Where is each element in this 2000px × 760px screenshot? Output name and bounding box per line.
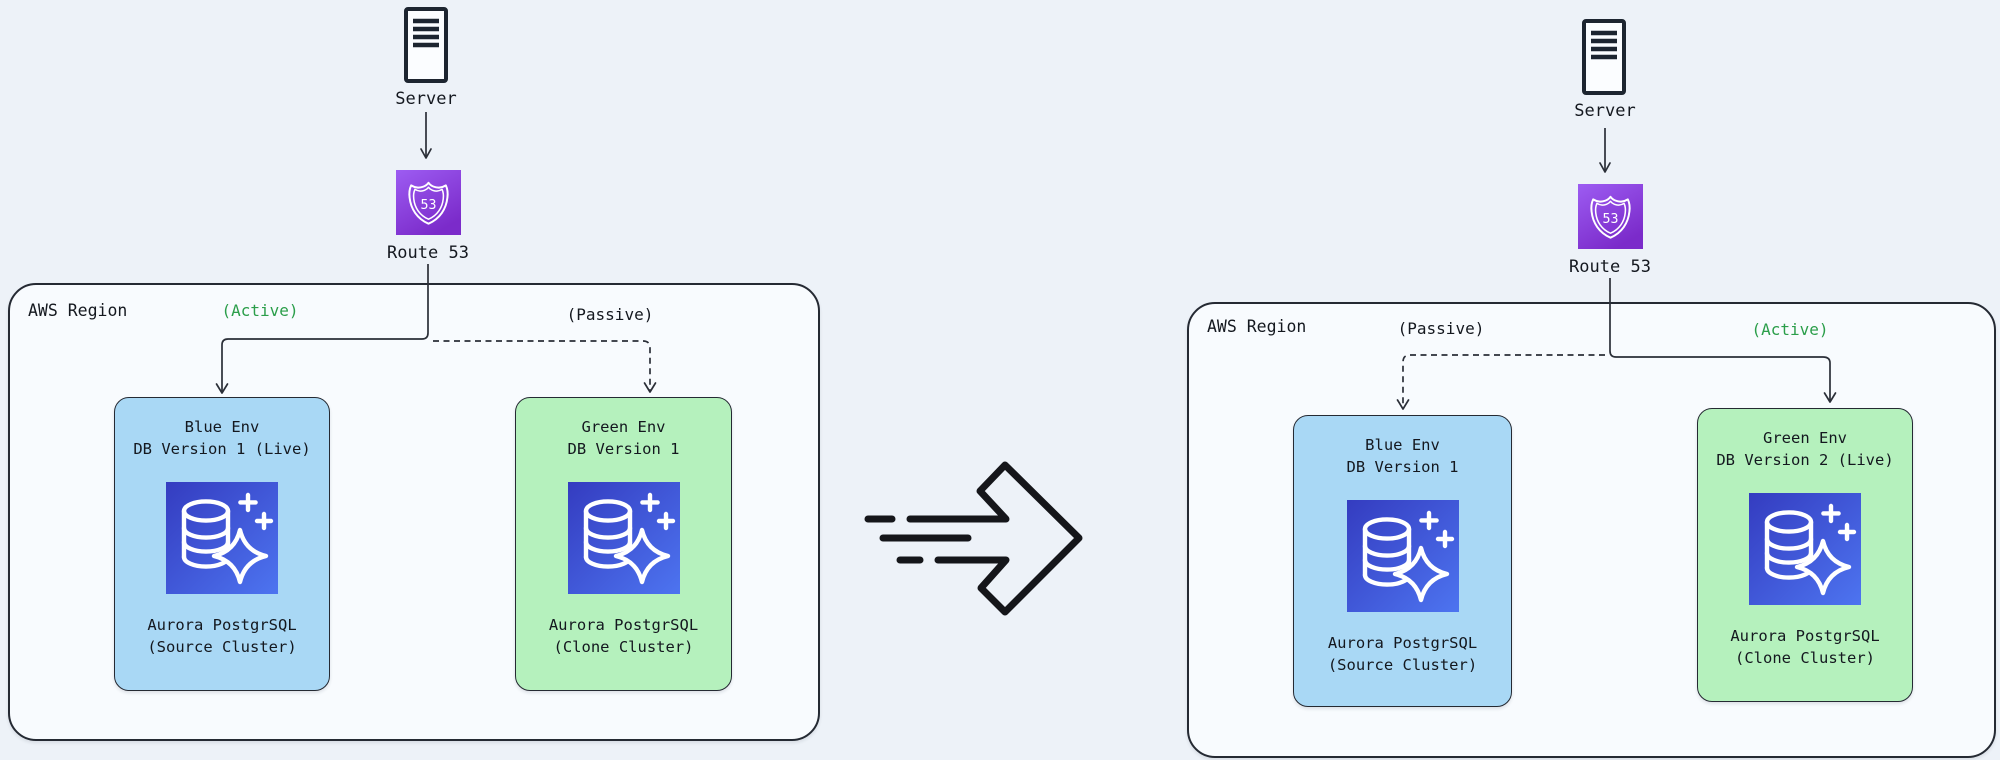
env-cluster: (Clone Cluster)	[553, 638, 694, 656]
route53-label: Route 53	[1569, 257, 1651, 277]
status-active-label: (Active)	[1751, 320, 1829, 339]
route53-label: Route 53	[387, 243, 469, 263]
server-label: Server	[395, 89, 457, 109]
aurora-postgresql-icon	[567, 482, 680, 594]
env-cluster: (Source Cluster)	[147, 638, 297, 656]
env-service: Aurora PostgrSQL	[1730, 627, 1880, 645]
aurora-postgresql-icon	[1346, 500, 1459, 612]
route53-number: 53	[421, 198, 437, 213]
green-env-box: Green Env DB Version 1 Aurora PostgrSQL …	[515, 397, 732, 691]
status-active-label: (Active)	[221, 301, 299, 320]
blue-env-box: Blue Env DB Version 1 (Live) Aurora Post…	[114, 397, 330, 691]
server-icon	[403, 6, 449, 84]
env-service: Aurora PostgrSQL	[548, 616, 699, 634]
green-env-box: Green Env DB Version 2 (Live) Aurora Pos…	[1697, 408, 1913, 702]
status-passive-label: (Passive)	[1397, 319, 1485, 338]
env-title: Green Env	[581, 418, 666, 436]
env-title: Blue Env	[184, 418, 260, 436]
aurora-postgresql-icon	[1749, 493, 1861, 605]
env-subtitle: DB Version 1	[567, 440, 680, 458]
env-cluster: (Source Cluster)	[1327, 656, 1478, 674]
env-service: Aurora PostgrSQL	[147, 616, 297, 634]
env-title: Blue Env	[1365, 436, 1440, 454]
route53-icon: 53	[1578, 184, 1643, 249]
route53-number: 53	[1603, 212, 1619, 227]
blue-env-box: Blue Env DB Version 1 Aurora PostgrSQL (…	[1293, 415, 1512, 707]
env-subtitle: DB Version 2 (Live)	[1716, 451, 1894, 469]
aurora-postgresql-icon	[166, 482, 278, 594]
env-subtitle: DB Version 1	[1346, 458, 1459, 476]
env-title: Green Env	[1763, 429, 1847, 447]
env-service: Aurora PostgrSQL	[1327, 634, 1478, 652]
env-cluster: (Clone Cluster)	[1735, 649, 1875, 667]
fast-forward-arrow-icon	[850, 440, 1130, 640]
env-subtitle: DB Version 1 (Live)	[133, 440, 311, 458]
status-passive-label: (Passive)	[566, 305, 654, 324]
route53-icon: 53	[396, 170, 461, 235]
aws-region-label: AWS Region	[1207, 317, 1307, 336]
aws-region-label: AWS Region	[28, 301, 128, 320]
server-label: Server	[1574, 101, 1636, 121]
server-icon	[1581, 18, 1627, 96]
